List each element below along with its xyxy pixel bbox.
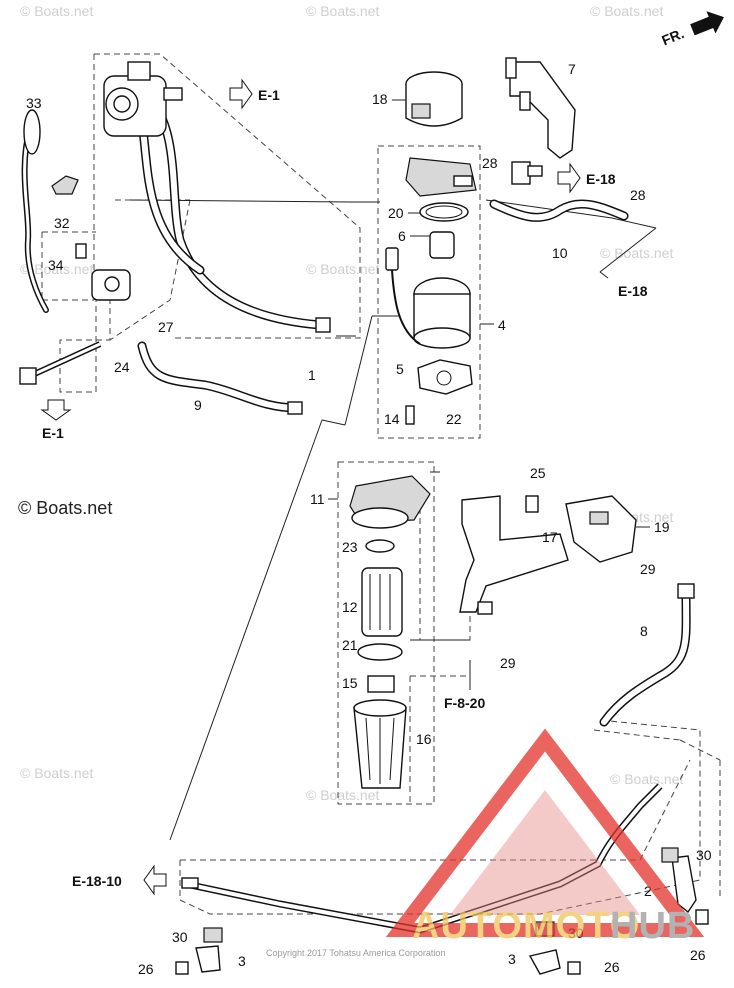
separator-assembly [385, 157, 477, 425]
hose-upper [135, 95, 331, 333]
callout: 19 [654, 519, 670, 535]
bracket-18 [405, 71, 463, 127]
callout: 7 [568, 61, 576, 77]
front-arrow-icon [690, 11, 724, 36]
callout: 33 [26, 95, 42, 111]
ref-label: E-1 [258, 87, 280, 103]
callout: 25 [530, 465, 546, 481]
callout: 20 [388, 205, 404, 221]
clip-32 [51, 175, 79, 195]
logo-text-hub: HUB [610, 905, 695, 947]
bolt-left [19, 341, 102, 385]
callout: 28 [630, 187, 646, 203]
callout: 9 [194, 397, 202, 413]
watermark-text: © Boats.net [20, 3, 93, 19]
callout: 12 [342, 599, 358, 615]
callout: 3 [508, 951, 516, 967]
callout: 4 [498, 317, 506, 333]
callout: 23 [342, 539, 358, 555]
ref-label: F-8-20 [444, 695, 485, 711]
callout: 18 [372, 91, 388, 107]
watermark-text: © Boats.net [20, 765, 93, 781]
clip-30-right [661, 847, 709, 925]
front-direction-arrow: FR. [659, 11, 724, 48]
ref-label: E-1 [42, 425, 64, 441]
callout: 11 [310, 491, 325, 507]
hose-9 [137, 341, 303, 415]
watermark-text: © Boats.net [306, 261, 379, 277]
hose-8 [599, 583, 695, 727]
callout: 30 [696, 847, 712, 863]
callout: 32 [54, 215, 70, 231]
callout: 17 [542, 529, 558, 545]
callout: 29 [500, 655, 516, 671]
callout: 6 [398, 228, 406, 244]
watermark-text: © Boats.net [610, 771, 683, 787]
bolt-28 [511, 161, 543, 185]
callout: 26 [138, 961, 154, 977]
callout: 10 [552, 245, 568, 261]
callout-labels: 7 18 33 28 28 20 6 32 10 34 4 27 24 5 1 … [26, 61, 712, 977]
callout: 22 [446, 411, 462, 427]
callout: 28 [482, 155, 498, 171]
filter-assembly [349, 475, 431, 789]
hose-10 [489, 199, 629, 222]
watermark-text: © Boats.net [306, 787, 379, 803]
dipstick-33 [21, 109, 49, 313]
watermark-text: © Boats.net [600, 245, 673, 261]
callout: 30 [172, 929, 188, 945]
valve-24 [75, 243, 131, 301]
front-label: FR. [659, 25, 686, 48]
watermark-text: © Boats.net [590, 3, 663, 19]
callout: 26 [690, 947, 706, 963]
logo-text-auto: AUTOMOTO [412, 905, 640, 947]
bracket-19 [565, 495, 637, 563]
callout: 27 [158, 319, 174, 335]
copyright-watermark: © Boats.net [18, 498, 113, 518]
watermark-text: © Boats.net [20, 261, 93, 277]
callout: 14 [384, 411, 400, 427]
callout: 34 [48, 257, 64, 273]
bracket-17 [459, 495, 569, 615]
ref-label: E-18-10 [72, 873, 122, 889]
ref-label: E-18 [618, 283, 648, 299]
ref-label: E-18 [586, 171, 616, 187]
callout: 16 [416, 731, 432, 747]
callout: 15 [342, 675, 358, 691]
footer-copyright: Copyright 2017 Tohatsu America Corporati… [266, 948, 446, 958]
bracket-7 [505, 57, 576, 159]
callout: 5 [396, 361, 404, 377]
callout: 26 [604, 959, 620, 975]
clip-30-left [175, 927, 223, 975]
leader-lines [129, 199, 657, 841]
callout: 21 [342, 637, 358, 653]
callout: 3 [238, 953, 246, 969]
reference-labels: E-1 E-18 E-18 E-1 F-8-20 E-18-10 [40, 78, 648, 896]
watermark-text: © Boats.net [306, 3, 379, 19]
callout: 2 [644, 883, 652, 899]
callout: 8 [640, 623, 648, 639]
fuel-pipe-2 [181, 783, 697, 934]
callout: 29 [640, 561, 656, 577]
fuel-pump [103, 61, 183, 137]
automotohub-logo: AUTOMOTO HUB [385, 728, 705, 947]
callout: 24 [114, 359, 130, 375]
callout: 1 [308, 367, 316, 383]
